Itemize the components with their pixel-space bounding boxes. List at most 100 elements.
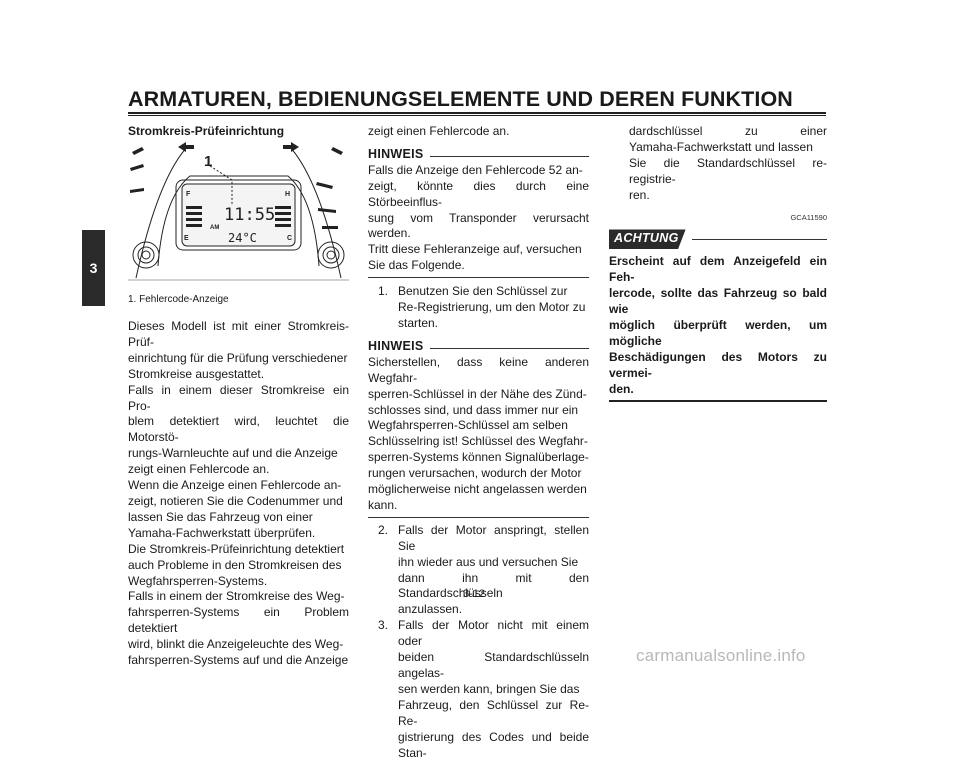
- achtung-line: möglich überprüft werden, um mögliche: [609, 317, 827, 348]
- step-line: Yamaha-Fachwerkstatt und lassen: [629, 139, 813, 154]
- step-line: Fahrzeug, den Schlüssel zur Re-Re-: [398, 697, 589, 728]
- body-line: Dieses Modell ist mit einer Stromkreis-P…: [128, 319, 349, 349]
- hinweis-header: HINWEIS: [368, 147, 589, 163]
- hinweis-header: HINWEIS: [368, 339, 589, 355]
- step-1: 1. Benutzen Sie den Schlüssel zur Re-Reg…: [368, 284, 589, 332]
- figure-caption-block: 1. Fehlercode-Anzeige: [128, 292, 349, 308]
- step-line: ihn wieder aus und versuchen Sie: [398, 554, 579, 569]
- figure-caption: 1. Fehlercode-Anzeige: [128, 294, 229, 305]
- step-line: Falls der Motor anspringt, stellen Sie: [398, 522, 589, 553]
- hinweis-line: Sie das Folgende.: [368, 258, 465, 273]
- step-number: 3.: [378, 618, 389, 633]
- step-number: 1.: [378, 284, 389, 299]
- body-line: rungs-Warnleuchte auf und die Anzeige: [128, 446, 338, 461]
- right-knob-core: [326, 250, 336, 260]
- body-line: Wenn die Anzeige einen Fehlercode an-: [128, 478, 342, 493]
- column-1: Stromkreis-Prüfeinrichtung: [128, 124, 349, 140]
- indicator-lamp-right-2: [316, 182, 333, 189]
- body-line: zeigt einen Fehlercode an.: [128, 462, 270, 477]
- achtung-line: Beschädigungen des Motors zu vermei-: [609, 349, 827, 380]
- watermark: carmanualsonline.info: [636, 646, 806, 665]
- body-line: Falls in einem der Stromkreise des Weg-: [128, 589, 345, 604]
- indicator-lamp-right-1: [331, 147, 343, 155]
- indicator-lamp-left-3: [130, 188, 144, 193]
- fuel-bar-3: [186, 218, 202, 221]
- body-line: blem detektiert wird, leuchtet die Motor…: [128, 414, 349, 445]
- dashboard-figure: 1 F H E C 11:55 24°C AM: [128, 142, 349, 281]
- indicator-lamp-right-3: [318, 208, 336, 213]
- step-line: dardschlüssel zu einer: [629, 124, 827, 138]
- step-line: gistrierung des Codes und beide Stan-: [398, 729, 589, 760]
- hinweis-rule: [429, 156, 589, 158]
- hinweis-rule: [429, 348, 589, 350]
- step-line: anzulassen.: [398, 602, 463, 617]
- achtung-line: lercode, sollte das Fahrzeug so bald wie: [609, 286, 827, 317]
- hinweis-line: kann.: [368, 497, 398, 512]
- column-2: zeigt einen Fehlercode an. HINWEIS Falls…: [368, 124, 589, 761]
- body-line: Yamaha-Fachwerkstatt überprüfen.: [128, 525, 316, 540]
- step-line: beiden Standardschlüsseln angelas-: [398, 650, 589, 680]
- achtung-badge: ACHTUNG: [609, 229, 686, 250]
- lcd-panel: [181, 183, 296, 247]
- fuel-bar-4: [186, 224, 202, 227]
- right-knob-inner: [322, 246, 340, 264]
- step-line: Falls der Motor nicht mit einem oder: [398, 618, 589, 649]
- body-line: wird, blinkt die Anzeigeleuchte des Weg-: [128, 637, 344, 652]
- body-line: einrichtung für die Prüfung verschiedene…: [128, 350, 348, 365]
- body-line: zeigt einen Fehlercode an.: [368, 124, 510, 138]
- body-line: Stromkreise ausgestattet.: [128, 366, 265, 381]
- hinweis-line: zeigt, könnte dies durch eine Störbeeinf…: [368, 178, 589, 209]
- body-line: zeigt, notieren Sie die Codenummer und: [128, 493, 343, 508]
- hinweis-end-rule: [368, 516, 589, 518]
- step-line: starten.: [398, 315, 439, 330]
- body-line: Falls in einem dieser Stromkreise ein Pr…: [128, 382, 349, 413]
- temp-gauge-h: H: [285, 191, 290, 198]
- achtung-line: den.: [609, 381, 634, 396]
- step-3: 3. Falls der Motor nicht mit einem oder …: [368, 618, 589, 761]
- console-body: [157, 175, 320, 267]
- body-line: Wegfahrsperren-Systems.: [128, 573, 268, 588]
- right-knob: [317, 241, 345, 269]
- indicator-lamp-left-2: [130, 164, 144, 171]
- temp-bar-2: [275, 212, 291, 215]
- hinweis-label: HINWEIS: [368, 146, 424, 161]
- body-line: fahrsperren-Systems auf und die Anzeige: [128, 653, 349, 668]
- hinweis-line: sperren-Systems können Signalüberlage-: [368, 450, 589, 465]
- step-line: sen werden kann, bringen Sie das: [398, 681, 580, 696]
- header-rule-thin: [128, 115, 826, 116]
- body-line: auch Probleme in den Stromkreisen des: [128, 557, 342, 572]
- header-rule: [128, 112, 826, 114]
- achtung-header: ACHTUNG: [609, 229, 827, 250]
- hinweis-line: Falls die Anzeige den Fehlercode 52 an-: [368, 162, 583, 177]
- chapter-number: 3: [89, 260, 98, 276]
- hinweis-line: Tritt diese Fehleranzeige auf, versuchen: [368, 242, 582, 257]
- column-3: dardschlüssel zu einer Yamaha-Fachwerkst…: [609, 124, 827, 402]
- indicator-lamp-right-4: [322, 226, 338, 229]
- hinweis-line: rungen verursachen, wodurch der Motor: [368, 466, 582, 481]
- fuel-gauge-f: F: [186, 191, 191, 198]
- body-line: fahrsperren-Systems ein Problem detektie…: [128, 605, 349, 636]
- hinweis-line: Wegfahrsperren-Schlüssel am selben: [368, 418, 568, 433]
- body-line: lassen Sie das Fahrzeug von einer: [128, 509, 313, 524]
- page-title: ARMATUREN, BEDIENUNGSELEMENTE UND DEREN …: [128, 87, 793, 111]
- step-line: dann ihn mit den Standardschlüsseln: [398, 570, 589, 601]
- step-line: ren.: [629, 187, 650, 202]
- hinweis-line: Schlüsselring ist! Schlüssel des Wegfahr…: [368, 434, 588, 449]
- callout-leader: [209, 165, 233, 206]
- housing-right-edge: [288, 145, 342, 279]
- hinweis-line: sung vom Transponder verursacht werden.: [368, 210, 589, 241]
- step-line: Sie die Standardschlüssel re-registrie-: [629, 155, 827, 186]
- temp-bar-4: [275, 224, 291, 227]
- fuel-bar-1: [186, 206, 202, 209]
- page-number: 3-12: [463, 588, 486, 600]
- achtung-line: Erscheint auf dem Anzeigefeld ein Feh-: [609, 254, 827, 285]
- temp-gauge-c: C: [287, 235, 292, 242]
- housing-left-edge: [135, 145, 189, 279]
- temp-bar-1: [275, 206, 291, 209]
- temp-bar-3: [275, 218, 291, 221]
- step-line: Benutzen Sie den Schlüssel zur: [398, 284, 568, 299]
- achtung-rule: [691, 238, 827, 240]
- left-knob: [132, 241, 160, 269]
- fuel-gauge-e: E: [184, 235, 189, 242]
- body-line: Die Stromkreis-Prüfeinrichtung detektier…: [128, 541, 345, 556]
